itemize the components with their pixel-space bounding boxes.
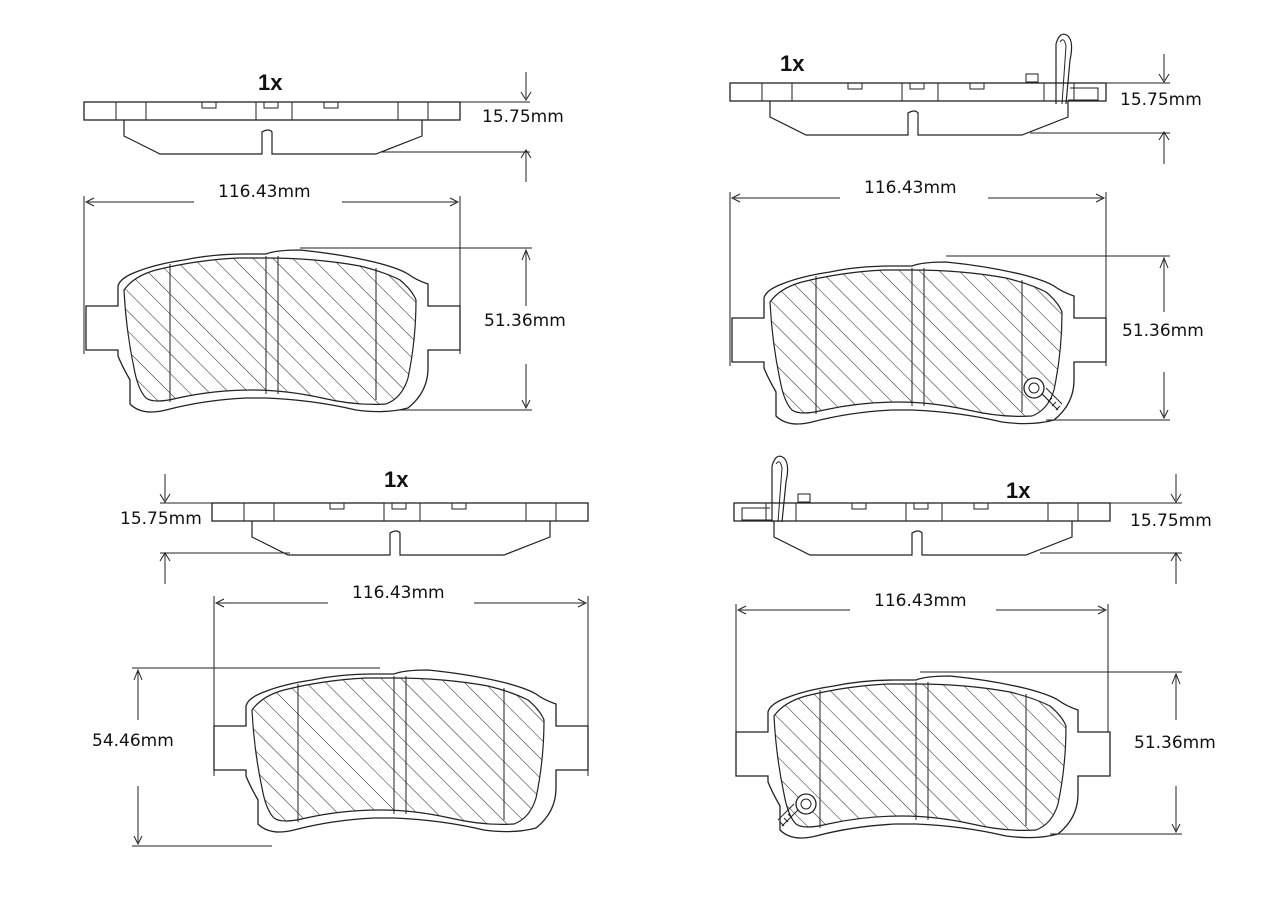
pad-bottom-left: 1x 15.75mm 116.43mm 54.46mm	[92, 467, 589, 847]
pad-bottom-left-side-view	[211, 502, 589, 556]
pad-bottom-left-thickness: 15.75mm	[120, 509, 202, 529]
pad-top-left-quantity: 1x	[258, 70, 283, 95]
wear-clip-icon	[741, 455, 811, 523]
pad-bottom-right-side-view	[733, 502, 1111, 556]
pad-top-right: 1x 15.75mm 116.43mm	[729, 33, 1204, 425]
pad-top-left-face-view	[85, 249, 461, 413]
pad-bottom-left-quantity: 1x	[384, 467, 409, 492]
pad-top-right-quantity: 1x	[780, 51, 805, 76]
pad-top-right-height: 51.36mm	[1122, 321, 1204, 341]
pad-top-right-side-view	[729, 82, 1107, 136]
pad-top-left-thickness: 15.75mm	[482, 107, 564, 127]
pad-bottom-left-height: 54.46mm	[92, 731, 174, 751]
pad-bottom-right-width: 116.43mm	[874, 591, 967, 611]
wear-clip-icon	[1025, 33, 1099, 105]
pad-bottom-right-face-view	[735, 675, 1111, 839]
pad-bottom-right: 1x 15.75mm 116.43mm	[733, 455, 1216, 839]
pad-top-right-thickness: 15.75mm	[1120, 90, 1202, 110]
pad-top-right-width: 116.43mm	[864, 178, 957, 198]
pad-bottom-right-thickness: 15.75mm	[1130, 511, 1212, 531]
pad-bottom-right-height: 51.36mm	[1134, 733, 1216, 753]
wear-sensor-icon	[1023, 377, 1063, 411]
pad-bottom-left-width: 116.43mm	[352, 583, 445, 603]
wear-sensor-icon	[777, 793, 817, 827]
pad-bottom-right-quantity: 1x	[1006, 478, 1031, 503]
pad-top-left: 1x 15.75mm 116.43mm 51.36mm	[83, 70, 566, 413]
pad-bottom-left-face-view	[213, 669, 589, 833]
pad-top-left-height: 51.36mm	[484, 311, 566, 331]
pad-top-left-width: 116.43mm	[218, 182, 311, 202]
pad-top-left-side-view	[83, 101, 461, 155]
